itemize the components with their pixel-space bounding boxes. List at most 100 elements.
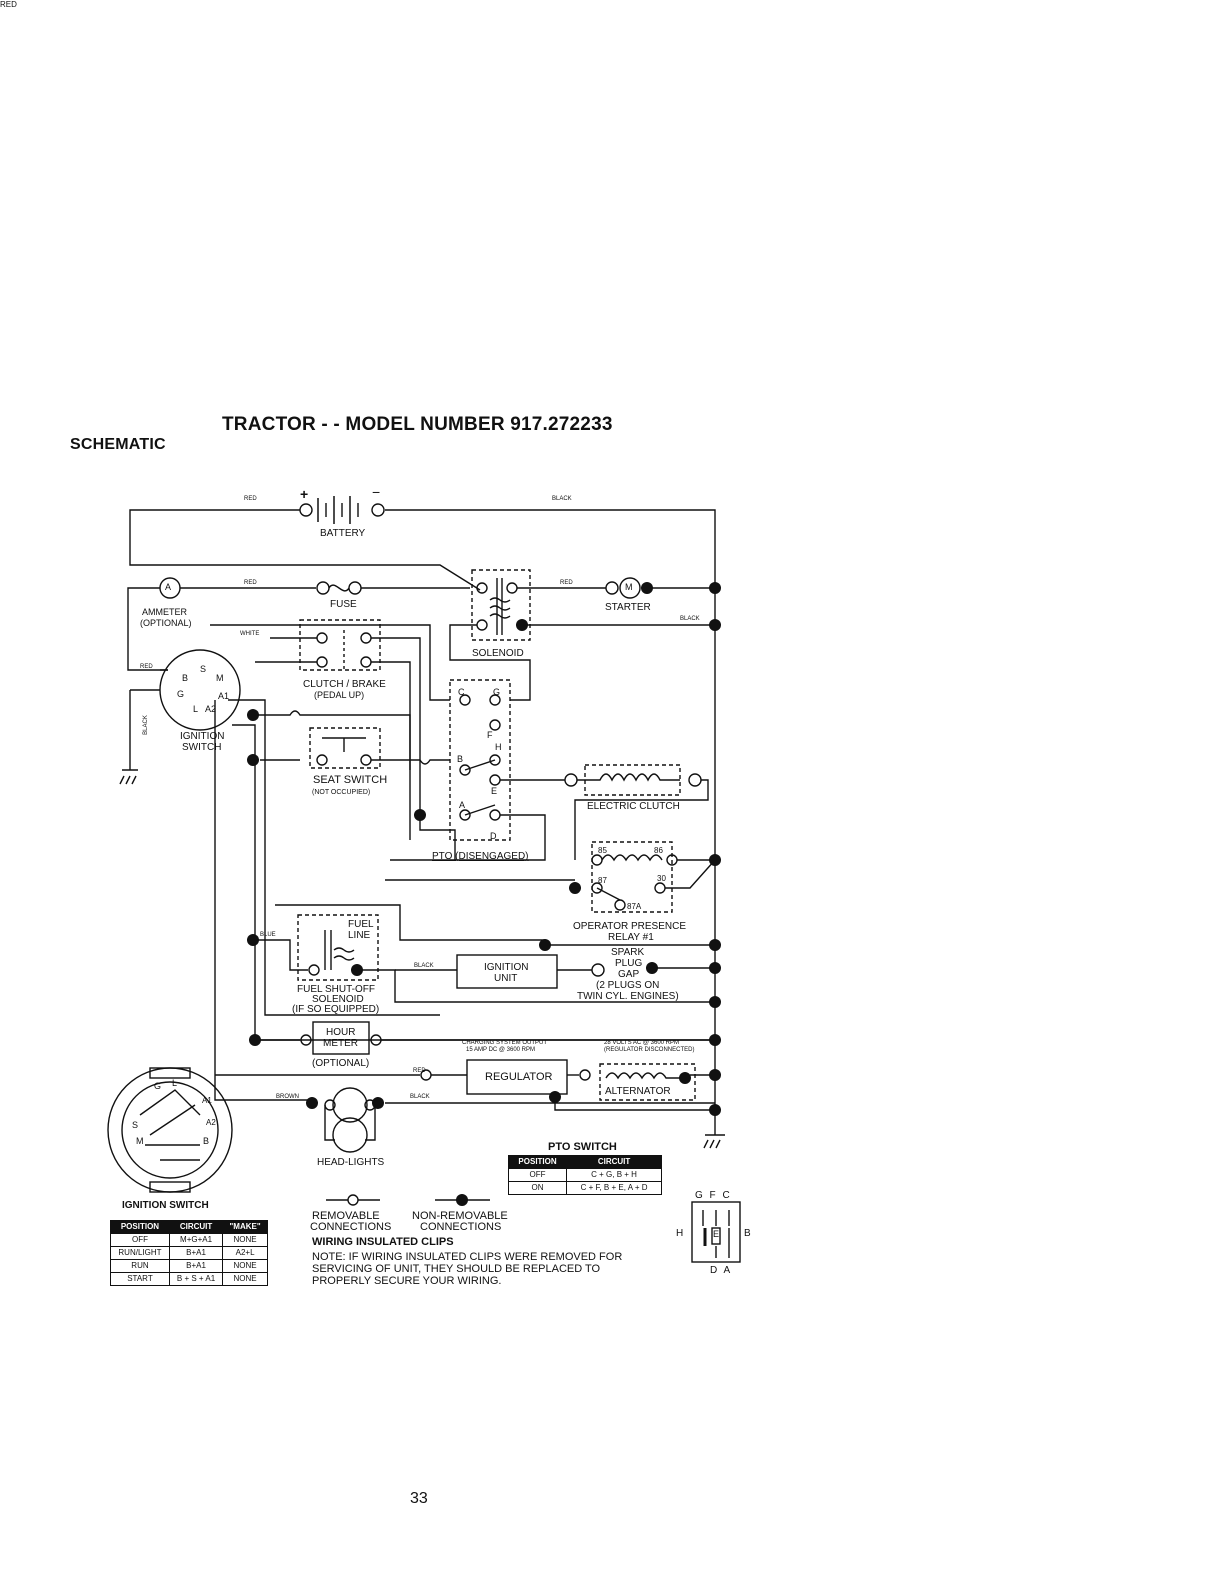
relay-85: 85 — [598, 846, 607, 855]
ign-cell: NONE — [222, 1259, 268, 1273]
face-m: M — [136, 1136, 144, 1146]
spark-label-4: (2 PLUGS ON — [596, 980, 660, 991]
wire-label-black-3: BLACK — [142, 715, 149, 735]
legend-nonremovable-2: CONNECTIONS — [420, 1221, 502, 1233]
ign-cell: A2+L — [222, 1246, 268, 1260]
fuel-solenoid-label-3: (IF SO EQUIPPED) — [292, 1004, 380, 1015]
hour-meter-label-1: HOUR — [326, 1027, 356, 1038]
wire-label-red: RED — [244, 496, 257, 502]
clutch-brake-sub: (PEDAL UP) — [314, 690, 365, 700]
face-a2: A2 — [206, 1118, 216, 1127]
legend-nonremovable-1: NON-REMOVABLE — [412, 1210, 508, 1222]
spark-label-3: GAP — [618, 969, 640, 980]
starter-m: M — [625, 582, 633, 592]
legend-note-1: NOTE: IF WIRING INSULATED CLIPS WERE REM… — [312, 1251, 623, 1263]
solenoid-label: SOLENOID — [472, 648, 524, 659]
wire-label-blue: BLUE — [260, 932, 276, 938]
connector-right: B — [744, 1228, 751, 1239]
table-row: RUN B+A1 NONE — [110, 1259, 268, 1273]
pto-c: C — [458, 687, 465, 697]
page-number: 33 — [410, 1490, 428, 1507]
pin-a2: A2 — [205, 704, 217, 714]
headlights-label: HEAD-LIGHTS — [317, 1157, 385, 1168]
relay-86: 86 — [654, 846, 663, 855]
ign-cell: NONE — [222, 1272, 268, 1286]
relay-label-2: RELAY #1 — [608, 932, 654, 943]
ignition-unit-label-1: IGNITION — [484, 962, 529, 973]
ign-cell: B+A1 — [168, 1259, 224, 1273]
connector-bottom: D A — [710, 1265, 733, 1276]
pto-g: G — [493, 687, 501, 697]
legend-note-2: SERVICING OF UNIT, THEY SHOULD BE REPLAC… — [312, 1263, 601, 1275]
pto-cell: C + F, B + E, A + D — [566, 1181, 662, 1195]
fuse-label: FUSE — [330, 599, 357, 610]
wire-label-brown: BROWN — [276, 1094, 299, 1100]
ign-cell: RUN — [110, 1259, 170, 1273]
ammeter-a: A — [165, 582, 172, 592]
ign-head-0: POSITION — [110, 1220, 170, 1234]
face-a1: A1 — [202, 1096, 212, 1105]
battery-label: BATTERY — [320, 528, 366, 539]
ignition-unit-label-2: UNIT — [494, 973, 518, 984]
table-row: RUN/LIGHT B+A1 A2+L — [110, 1246, 268, 1260]
pin-m: M — [216, 673, 224, 683]
fuel-solenoid-label-2: SOLENOID — [312, 994, 364, 1005]
spark-label-2: PLUG — [615, 958, 643, 969]
ign-cell: B + S + A1 — [168, 1272, 224, 1286]
pto-disengaged-label: PTO (DISENGAGED) — [432, 851, 529, 862]
connector-top: G F C — [695, 1190, 732, 1201]
wire-label-red-3: RED — [560, 580, 573, 586]
charging-label-2: 15 AMP DC @ 3600 RPM — [466, 1047, 536, 1053]
relay-87: 87 — [598, 876, 607, 885]
pto-table: POSITION CIRCUIT OFF C + G, B + H ON C +… — [507, 1155, 662, 1195]
relay-87a: 87A — [627, 902, 642, 911]
connector-left: H — [676, 1228, 684, 1239]
legend-removable-2: CONNECTIONS — [310, 1221, 392, 1233]
pin-s: S — [200, 664, 207, 674]
battery-minus: − — [372, 484, 381, 500]
pto-cell: OFF — [507, 1168, 568, 1182]
fuel-line-2: LINE — [348, 930, 371, 941]
wire-label-red-2: RED — [244, 580, 257, 586]
face-g: G — [154, 1081, 162, 1091]
pto-h: H — [495, 742, 502, 752]
fuel-solenoid-label-1: FUEL SHUT-OFF — [297, 984, 375, 995]
ign-cell: B+A1 — [168, 1246, 224, 1260]
relay-label-1: OPERATOR PRESENCE — [573, 921, 686, 932]
pin-g: G — [177, 689, 185, 699]
ign-cell: START — [110, 1272, 170, 1286]
wire-label-black-4: BLACK — [414, 963, 434, 969]
section-label: SCHEMATIC — [70, 436, 166, 453]
pto-a: A — [459, 800, 466, 810]
legend-clips-title: WIRING INSULATED CLIPS — [312, 1236, 454, 1248]
wire-label-red-4: RED — [140, 664, 153, 670]
pin-a1: A1 — [218, 691, 230, 701]
pto-table-title: PTO SWITCH — [548, 1141, 617, 1153]
seat-switch-label: SEAT SWITCH — [313, 774, 388, 786]
battery-plus: + — [300, 486, 309, 502]
legend-note-3: PROPERLY SECURE YOUR WIRING. — [312, 1275, 502, 1287]
ign-head-2: "MAKE" — [222, 1220, 268, 1234]
pto-head-1: CIRCUIT — [566, 1155, 662, 1169]
face-l: L — [172, 1078, 178, 1088]
volts-label-2: (REGULATOR DISCONNECTED) — [604, 1047, 695, 1053]
ign-head-1: CIRCUIT — [168, 1220, 224, 1234]
pto-d: D — [490, 831, 497, 841]
ignition-switch-label-2: SWITCH — [182, 742, 222, 753]
table-row: ON C + F, B + E, A + D — [507, 1181, 662, 1195]
pto-b: B — [457, 754, 464, 764]
wire-label-black: BLACK — [552, 496, 572, 502]
alternator-label: ALTERNATOR — [605, 1086, 671, 1097]
wire-red-top: RED — [0, 0, 17, 9]
ign-cell: NONE — [222, 1233, 268, 1247]
relay-30: 30 — [657, 874, 666, 883]
pto-f: F — [487, 730, 493, 740]
table-row: OFF M+G+A1 NONE — [110, 1233, 268, 1247]
pin-l: L — [193, 704, 199, 714]
ammeter-label: AMMETER — [142, 607, 187, 617]
ammeter-optional: (OPTIONAL) — [140, 618, 192, 628]
ignition-table-title: IGNITION SWITCH — [122, 1200, 209, 1211]
page-title: TRACTOR - - MODEL NUMBER 917.272233 — [222, 414, 613, 435]
ign-cell: M+G+A1 — [168, 1233, 224, 1247]
